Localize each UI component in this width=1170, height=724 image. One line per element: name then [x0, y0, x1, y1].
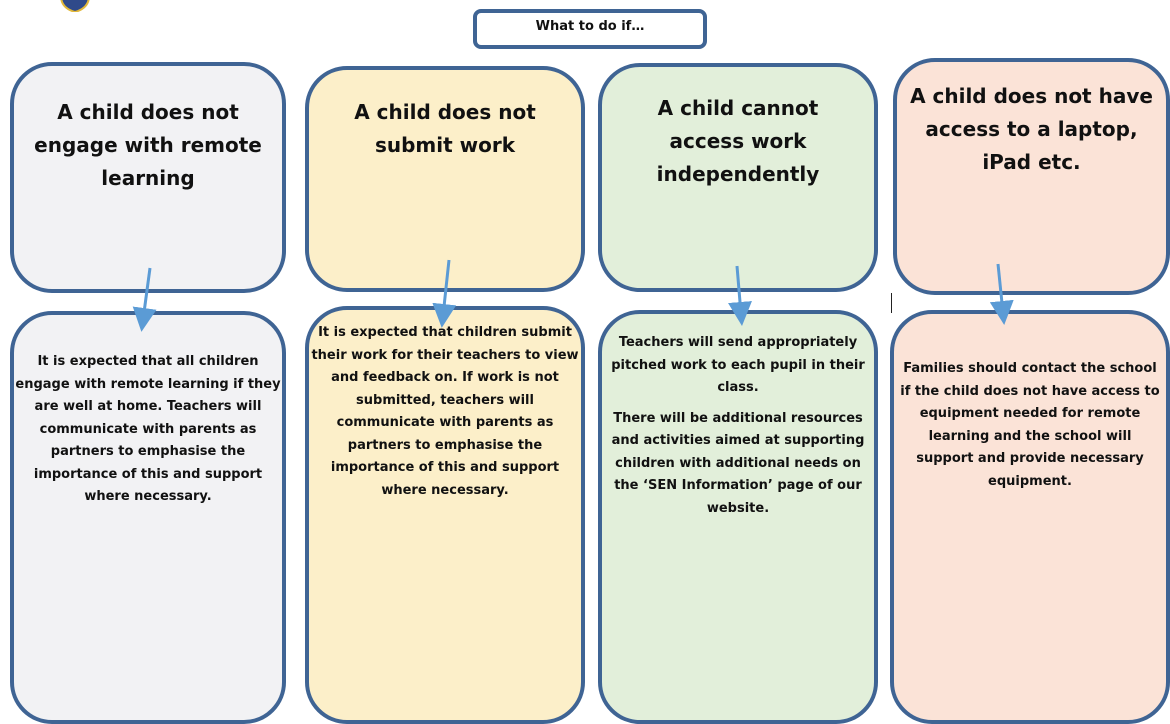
title-text: What to do if…	[535, 19, 645, 34]
text-cursor-mark	[891, 293, 892, 313]
heading-text-device: A child does not have access to a laptop…	[910, 84, 1153, 174]
body-box-engage: It is expected that all children engage …	[10, 311, 286, 724]
body-box-submit: It is expected that children submit thei…	[305, 306, 585, 724]
body-text-engage: It is expected that all children engage …	[15, 354, 281, 504]
body-text-device: Families should contact the school if th…	[900, 361, 1160, 489]
body-text-access-2: There will be additional resources and a…	[611, 410, 865, 516]
heading-box-engage: A child does not engage with remote lear…	[10, 62, 286, 293]
heading-text-access: A child cannot access work independently	[656, 96, 820, 186]
heading-box-submit: A child does not submit work	[305, 66, 585, 292]
heading-box-access: A child cannot access work independently	[598, 63, 878, 292]
school-crest-icon	[60, 0, 90, 12]
body-text-access-1: Teachers will send appropriately pitched…	[611, 335, 865, 395]
diagram-title: What to do if…	[473, 9, 707, 49]
body-text-submit: It is expected that children submit thei…	[311, 325, 579, 498]
heading-box-device: A child does not have access to a laptop…	[893, 58, 1170, 295]
heading-text-submit: A child does not submit work	[354, 100, 536, 157]
body-box-device: Families should contact the school if th…	[890, 310, 1170, 724]
heading-text-engage: A child does not engage with remote lear…	[34, 100, 262, 190]
body-box-access: Teachers will send appropriately pitched…	[598, 310, 878, 724]
